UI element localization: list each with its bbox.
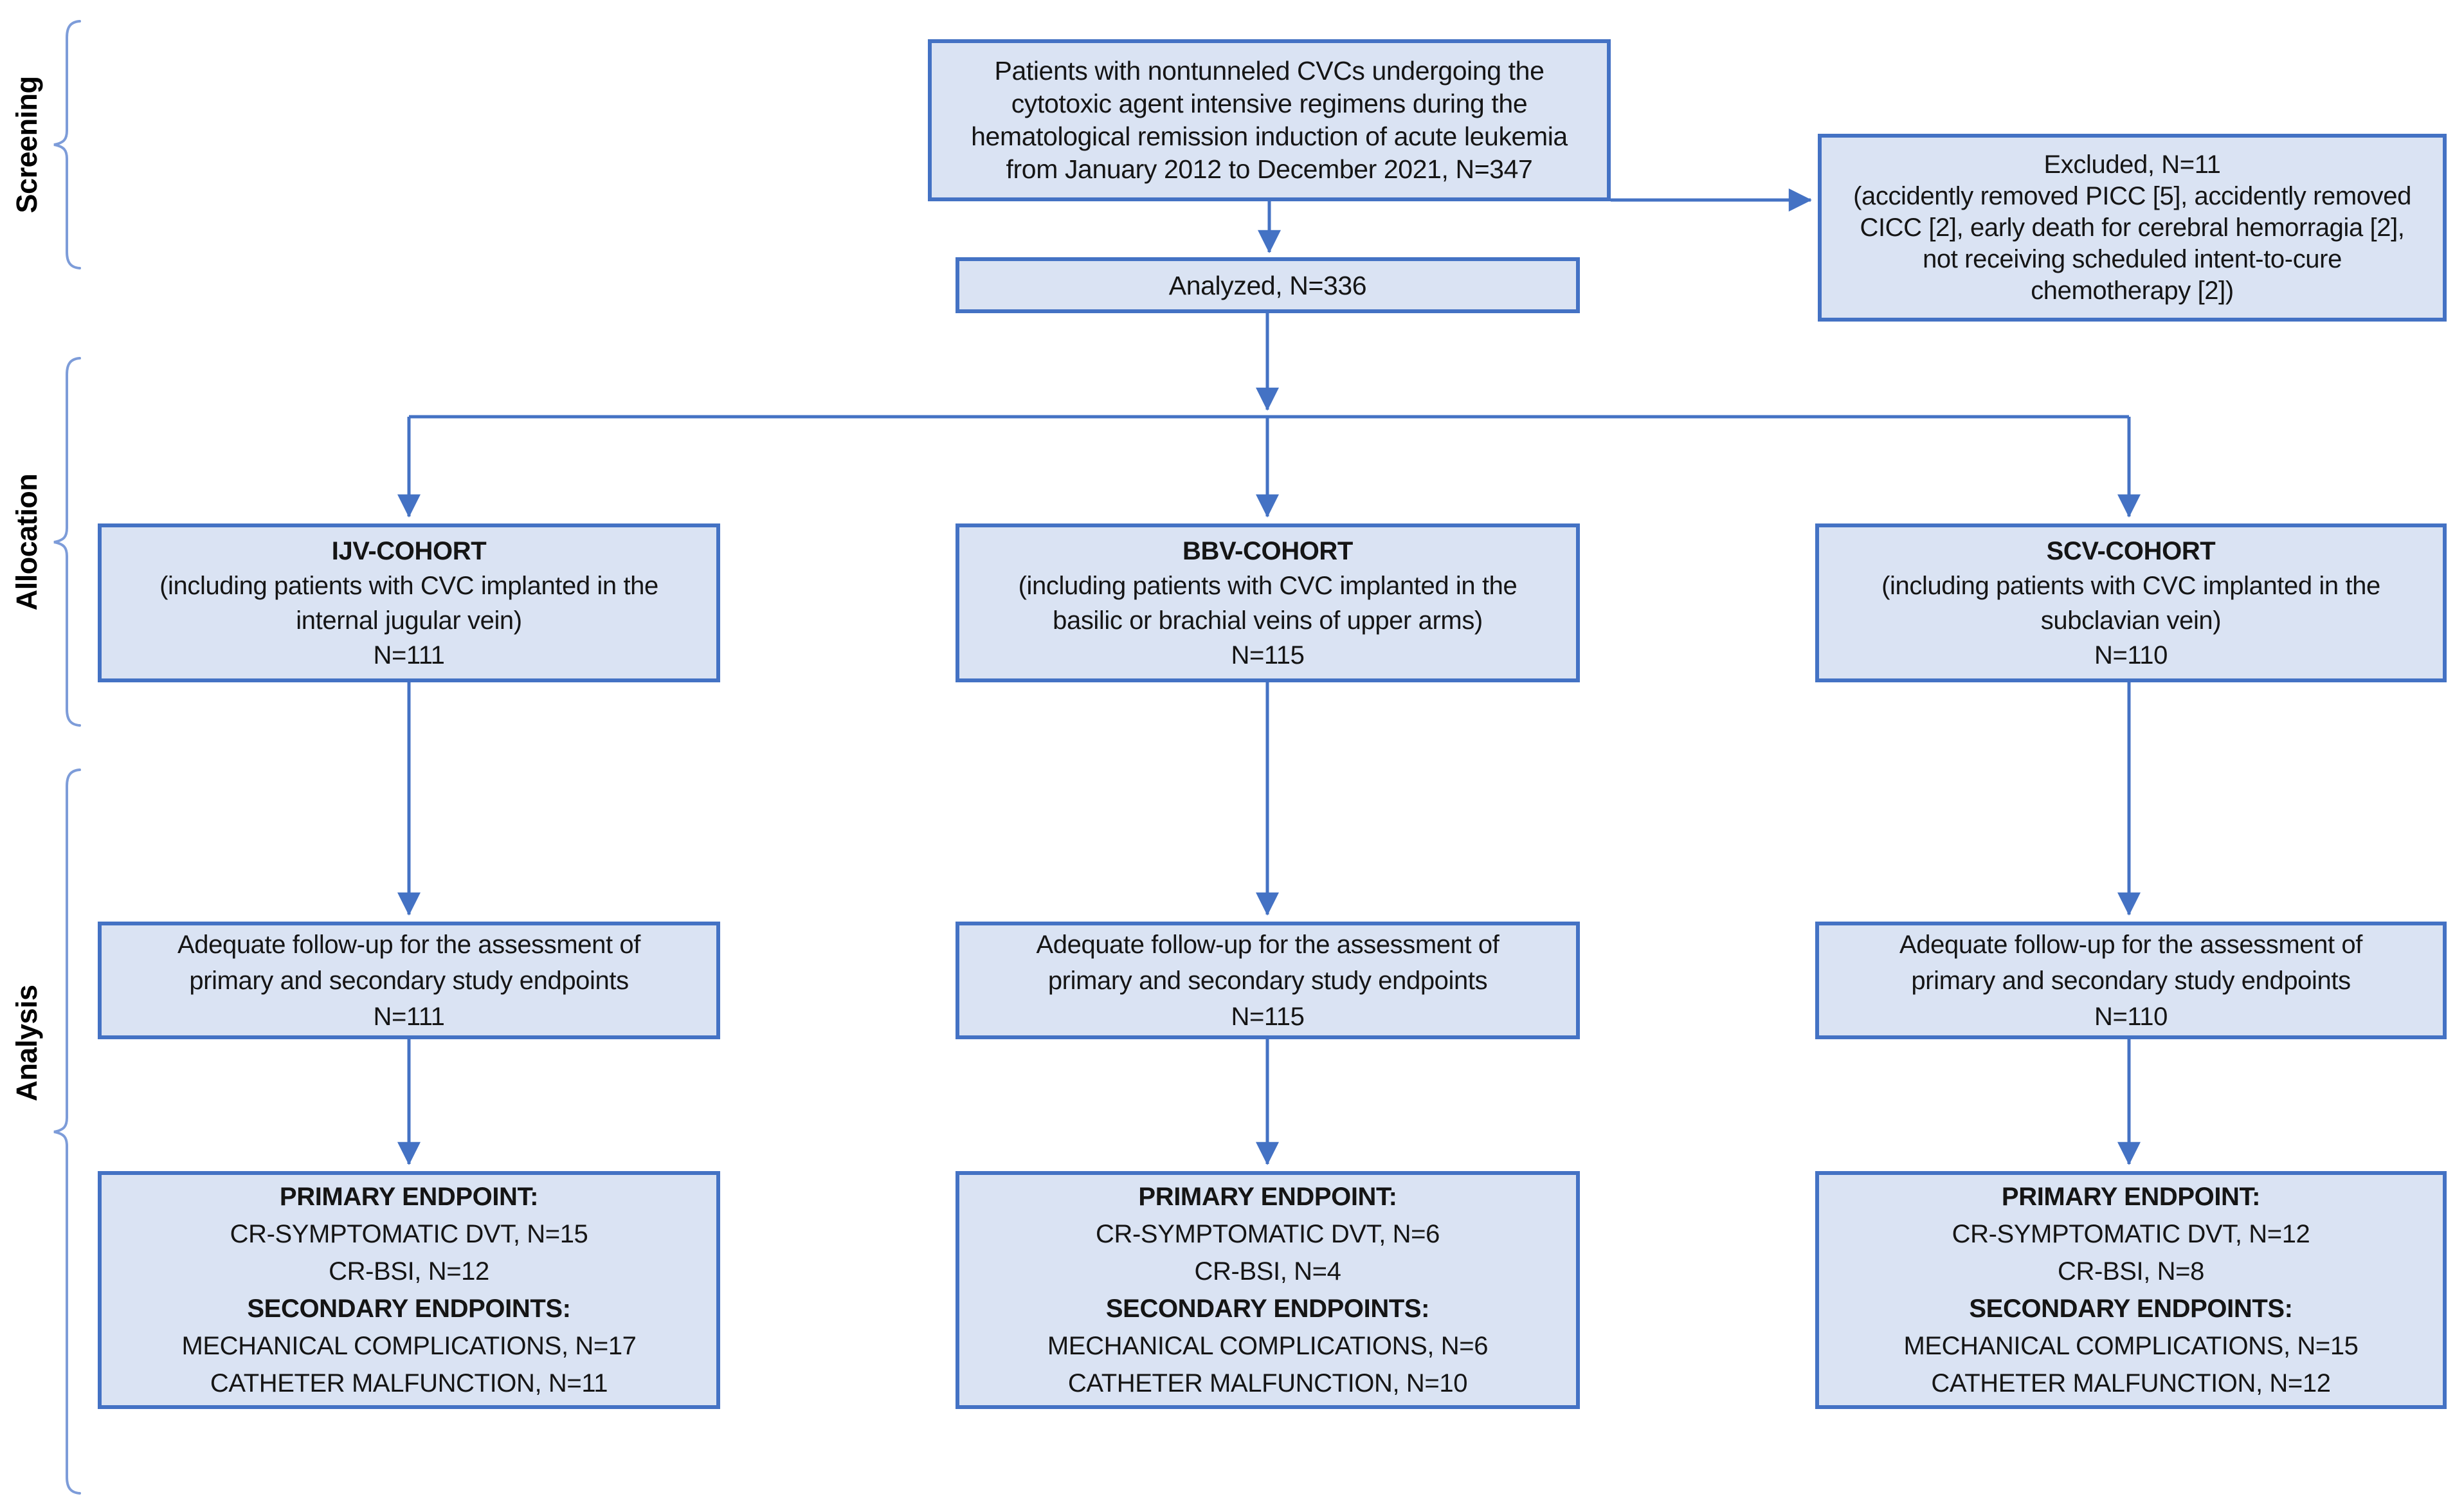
primary-endpoint-label: PRIMARY ENDPOINT:	[279, 1183, 539, 1211]
text-line: hematological remission induction of acu…	[971, 122, 1568, 151]
secondary-endpoints-label: SECONDARY ENDPOINTS:	[1969, 1295, 2293, 1323]
followup-n: N=115	[1231, 1002, 1305, 1031]
scv-endpoints-box: PRIMARY ENDPOINT: CR-SYMPTOMATIC DVT, N=…	[1815, 1171, 2447, 1409]
bsi-line: CR-BSI, N=12	[329, 1257, 489, 1286]
dvt-line: CR-SYMPTOMATIC DVT, N=12	[1952, 1220, 2310, 1248]
mechanical-line: MECHANICAL COMPLICATIONS, N=15	[1903, 1332, 2359, 1360]
stage-braces	[53, 20, 81, 1495]
cohort-n: N=111	[373, 641, 445, 669]
text-line: primary and secondary study endpoints	[1911, 966, 2351, 995]
excluded-box: Excluded, N=11 (accidently removed PICC …	[1818, 134, 2447, 322]
stage-label-allocation: Allocation	[10, 473, 43, 611]
cohort-title: SCV-COHORT	[2046, 536, 2216, 565]
mechanical-line: MECHANICAL COMPLICATIONS, N=17	[181, 1332, 637, 1360]
mechanical-line: MECHANICAL COMPLICATIONS, N=6	[1047, 1332, 1489, 1360]
bsi-line: CR-BSI, N=4	[1194, 1257, 1341, 1286]
text-line: primary and secondary study endpoints	[189, 966, 629, 995]
malfunction-line: CATHETER MALFUNCTION, N=10	[1067, 1369, 1468, 1397]
secondary-endpoints-label: SECONDARY ENDPOINTS:	[247, 1295, 571, 1323]
text-line: subclavian vein)	[2040, 606, 2222, 635]
text-line: chemotherapy [2])	[2031, 276, 2234, 305]
analysis-brace	[53, 769, 81, 1495]
stage-label-screening: Screening	[10, 76, 43, 214]
text-line: Excluded, N=11	[2043, 150, 2221, 179]
text-line: Patients with nontunneled CVCs undergoin…	[994, 56, 1545, 86]
text-line: Adequate follow-up for the assessment of	[177, 930, 640, 959]
ijv-followup-box: Adequate follow-up for the assessment of…	[98, 922, 720, 1039]
stage-label-analysis: Analysis	[10, 985, 43, 1102]
cohort-n: N=110	[2094, 641, 2168, 669]
bsi-line: CR-BSI, N=8	[2058, 1257, 2204, 1286]
cohort-title: BBV-COHORT	[1182, 536, 1353, 565]
primary-endpoint-label: PRIMARY ENDPOINT:	[1138, 1183, 1397, 1211]
followup-n: N=111	[373, 1002, 445, 1031]
bbv-cohort-box: BBV-COHORT (including patients with CVC …	[956, 523, 1580, 682]
text-line: CICC [2], early death for cerebral hemor…	[1860, 213, 2405, 242]
text-line: internal jugular vein)	[296, 606, 522, 635]
text-line: primary and secondary study endpoints	[1047, 966, 1488, 995]
ijv-endpoints-box: PRIMARY ENDPOINT: CR-SYMPTOMATIC DVT, N=…	[98, 1171, 720, 1409]
text-line: not receiving scheduled intent-to-cure	[1923, 244, 2342, 273]
dvt-line: CR-SYMPTOMATIC DVT, N=6	[1096, 1220, 1440, 1248]
bbv-endpoints-box: PRIMARY ENDPOINT: CR-SYMPTOMATIC DVT, N=…	[956, 1171, 1580, 1409]
text-line: (including patients with CVC implanted i…	[1018, 571, 1517, 600]
screening-brace	[53, 20, 81, 269]
text-line: basilic or brachial veins of upper arms)	[1053, 606, 1483, 635]
primary-endpoint-label: PRIMARY ENDPOINT:	[2001, 1183, 2261, 1211]
analyzed-box: Analyzed, N=336	[956, 257, 1580, 313]
malfunction-line: CATHETER MALFUNCTION, N=12	[1931, 1369, 2331, 1397]
secondary-endpoints-label: SECONDARY ENDPOINTS:	[1105, 1295, 1430, 1323]
cohort-n: N=115	[1231, 641, 1305, 669]
scv-cohort-box: SCV-COHORT (including patients with CVC …	[1815, 523, 2447, 682]
text-line: Adequate follow-up for the assessment of	[1899, 930, 2362, 959]
allocation-brace	[53, 357, 81, 727]
text-line: Adequate follow-up for the assessment of	[1036, 930, 1499, 959]
bbv-followup-box: Adequate follow-up for the assessment of…	[956, 922, 1580, 1039]
text-line: from January 2012 to December 2021, N=34…	[1006, 154, 1533, 184]
cohort-title: IJV-COHORT	[331, 536, 487, 565]
text-line: Analyzed, N=336	[1168, 270, 1367, 300]
text-line: cytotoxic agent intensive regimens durin…	[1011, 89, 1528, 118]
followup-n: N=110	[2094, 1002, 2168, 1031]
malfunction-line: CATHETER MALFUNCTION, N=11	[210, 1369, 608, 1397]
text-line: (including patients with CVC implanted i…	[1881, 571, 2380, 600]
ijv-cohort-box: IJV-COHORT (including patients with CVC …	[98, 523, 720, 682]
text-line: (accidently removed PICC [5], accidently…	[1853, 181, 2411, 210]
population-box: Patients with nontunneled CVCs undergoin…	[928, 39, 1611, 201]
scv-followup-box: Adequate follow-up for the assessment of…	[1815, 922, 2447, 1039]
flow-arrows	[397, 188, 2141, 1165]
dvt-line: CR-SYMPTOMATIC DVT, N=15	[230, 1220, 588, 1248]
text-line: (including patients with CVC implanted i…	[159, 571, 658, 600]
